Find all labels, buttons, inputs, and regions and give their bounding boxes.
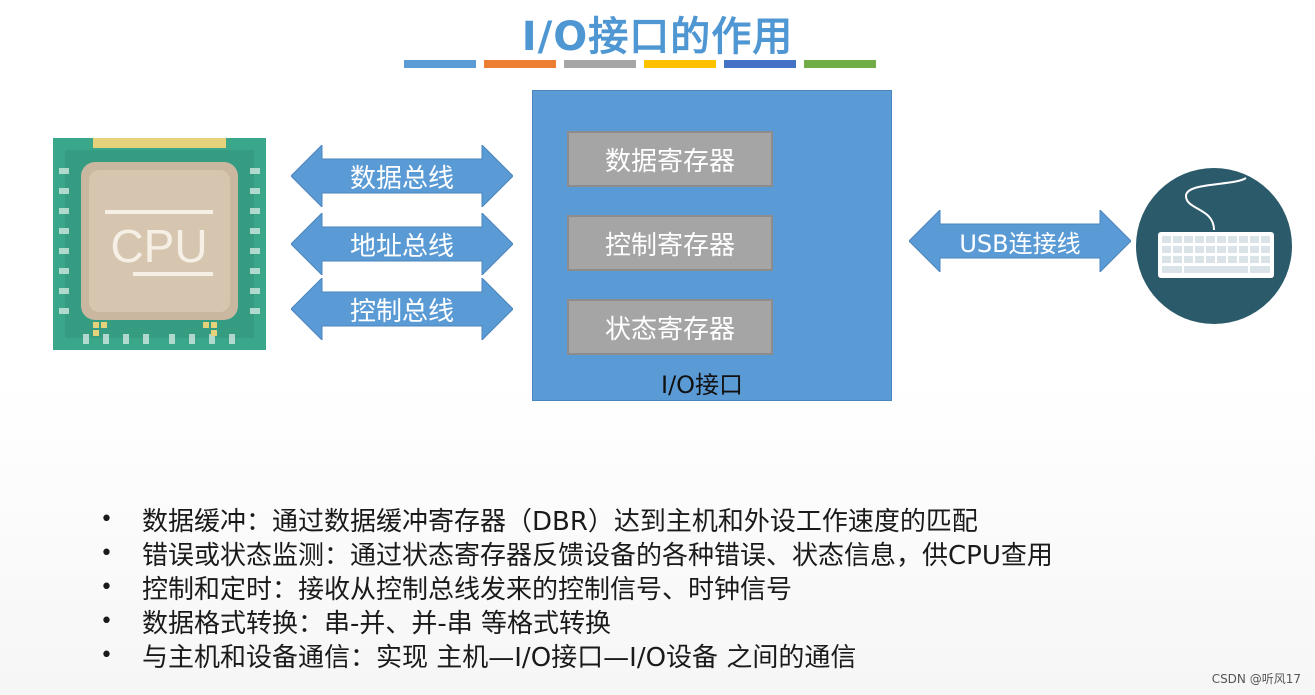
address-bus-label: 地址总线 bbox=[349, 231, 454, 262]
color-bar-segment-2 bbox=[484, 60, 556, 68]
keyboard-icon bbox=[1136, 168, 1292, 324]
cpu-chip-icon: CPU bbox=[53, 138, 266, 350]
list-item-text: 控制和定时：接收从控制总线发来的控制信号、时钟信号 bbox=[142, 574, 793, 605]
address-bus-arrow: 地址总线 bbox=[291, 213, 513, 275]
keyboard-graphic bbox=[1136, 168, 1292, 324]
data-register: 数据寄存器 bbox=[567, 131, 773, 187]
list-item: • 错误或状态监测：通过状态寄存器反馈设备的各种错误、状态信息，供CPU查用 bbox=[100, 536, 1053, 571]
color-bar-segment-1 bbox=[404, 60, 476, 68]
color-bar-segment-6 bbox=[804, 60, 876, 68]
color-bar-segment-5 bbox=[724, 60, 796, 68]
function-list: • 数据缓冲：通过数据缓冲寄存器（DBR）达到主机和外设工作速度的匹配 • 错误或状… bbox=[100, 502, 1053, 673]
usb-cable-arrow: USB连接线 bbox=[908, 208, 1132, 274]
bullet-icon: • bbox=[100, 574, 113, 600]
control-bus-label: 控制总线 bbox=[349, 296, 454, 327]
list-item: • 控制和定时：接收从控制总线发来的控制信号、时钟信号 bbox=[100, 570, 1053, 605]
bullet-icon: • bbox=[100, 540, 113, 566]
list-item-text: 数据缓冲：通过数据缓冲寄存器（DBR）达到主机和外设工作速度的匹配 bbox=[142, 506, 978, 537]
bullet-icon: • bbox=[100, 642, 113, 668]
title-color-bar bbox=[404, 60, 884, 68]
list-item: • 与主机和设备通信：实现 主机—I/O接口—I/O设备 之间的通信 bbox=[100, 638, 1053, 673]
page-title: I/O接口的作用 bbox=[521, 14, 794, 60]
bullet-icon: • bbox=[100, 608, 113, 634]
double-arrow-icon bbox=[291, 278, 513, 340]
color-bar-segment-3 bbox=[564, 60, 636, 68]
list-item-text: 数据格式转换：串-并、并-串 等格式转换 bbox=[142, 608, 612, 639]
io-interface-box: 数据寄存器 控制寄存器 状态寄存器 I/O接口 bbox=[532, 90, 892, 401]
list-item: • 数据格式转换：串-并、并-串 等格式转换 bbox=[100, 604, 1053, 639]
cpu-chip-graphic: CPU bbox=[53, 138, 266, 350]
list-item-text: 错误或状态监测：通过状态寄存器反馈设备的各种错误、状态信息，供CPU查用 bbox=[142, 540, 1053, 571]
list-item: • 数据缓冲：通过数据缓冲寄存器（DBR）达到主机和外设工作速度的匹配 bbox=[100, 502, 1053, 537]
color-bar-segment-4 bbox=[644, 60, 716, 68]
cpu-label: CPU bbox=[110, 220, 207, 272]
credit-watermark: CSDN @听风17 bbox=[1211, 672, 1301, 686]
bullet-icon: • bbox=[100, 506, 113, 532]
control-bus-arrow: 控制总线 bbox=[291, 278, 513, 340]
double-arrow-icon bbox=[291, 213, 513, 275]
control-register: 控制寄存器 bbox=[567, 215, 773, 271]
list-item-text: 与主机和设备通信：实现 主机—I/O接口—I/O设备 之间的通信 bbox=[142, 642, 857, 673]
status-register: 状态寄存器 bbox=[567, 299, 773, 355]
data-bus-arrow: 数据总线 bbox=[291, 145, 513, 207]
usb-cable-label: USB连接线 bbox=[959, 229, 1081, 258]
data-bus-label: 数据总线 bbox=[349, 163, 454, 194]
double-arrow-icon bbox=[291, 145, 513, 207]
io-interface-label: I/O接口 bbox=[661, 371, 744, 399]
